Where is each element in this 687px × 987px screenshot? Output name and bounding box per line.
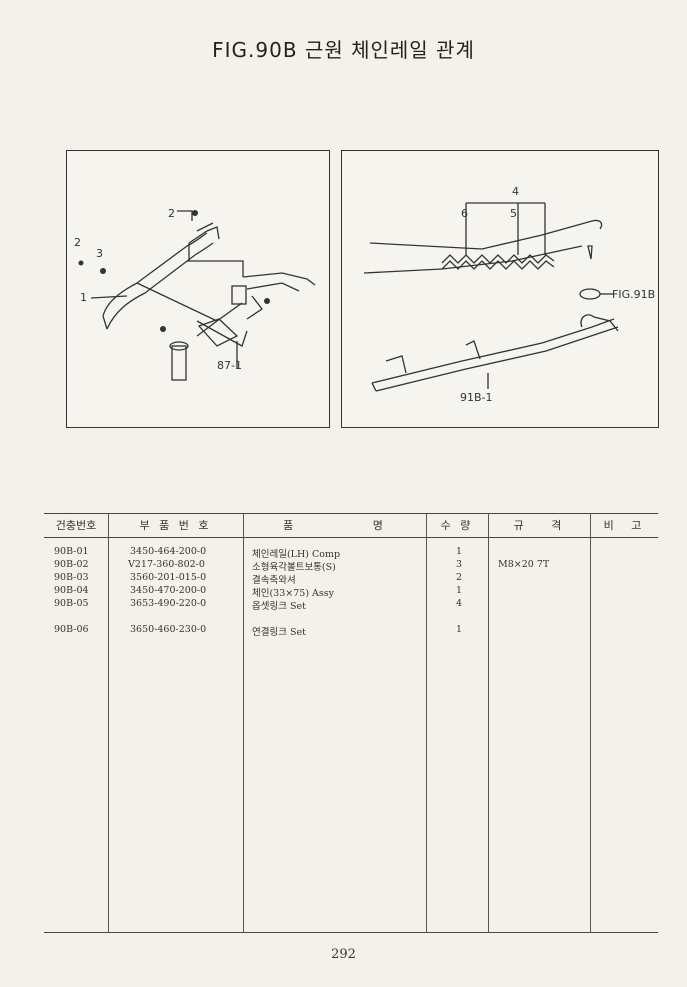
row-name: 체인레일(LH) Comp bbox=[252, 549, 341, 560]
header-part-no: 부 품 번 호 bbox=[139, 519, 212, 532]
callout-2-upper: 2 bbox=[168, 207, 175, 220]
callout-4: 4 bbox=[512, 185, 519, 198]
row-part-no: 3560-201-015-0 bbox=[130, 572, 207, 583]
row-part-no: 3450-464-200-0 bbox=[130, 546, 207, 557]
row-item-no: 90B-02 bbox=[54, 559, 89, 570]
callout-87-1: 87-1 bbox=[217, 359, 242, 372]
row-qty: 3 bbox=[456, 559, 463, 570]
right-diagram-drawing bbox=[363, 202, 619, 392]
row-qty: 4 bbox=[456, 598, 463, 609]
row-part-no: 3450-470-200-0 bbox=[130, 585, 207, 596]
column-divider bbox=[426, 513, 427, 933]
callout-1: 1 bbox=[80, 291, 87, 304]
column-divider bbox=[590, 513, 591, 933]
callout-6: 6 bbox=[461, 207, 468, 220]
row-item-no: 90B-03 bbox=[54, 572, 89, 583]
header-name: 품 명 bbox=[283, 519, 386, 532]
row-name: 소형육각볼트보통(S) bbox=[252, 562, 336, 573]
row-qty: 1 bbox=[456, 585, 463, 596]
row-item-no: 90B-04 bbox=[54, 585, 89, 596]
table-bottom-rule bbox=[44, 932, 658, 933]
callout-5: 5 bbox=[510, 207, 517, 220]
header-remark: 비 고 bbox=[603, 519, 645, 532]
row-spec: M8×20 7T bbox=[498, 559, 550, 570]
figure-title: FIG.90B 근원 체인레일 관계 bbox=[212, 38, 475, 62]
row-item-no: 90B-06 bbox=[54, 624, 89, 635]
row-name: 결속축와셔 bbox=[252, 575, 296, 586]
row-item-no: 90B-05 bbox=[54, 598, 89, 609]
header-item-no: 건충번호 bbox=[55, 519, 97, 532]
table-header-rule bbox=[44, 537, 658, 538]
left-diagram-drawing bbox=[78, 210, 316, 381]
row-item-no: 90B-01 bbox=[54, 546, 89, 557]
table-top-rule bbox=[44, 513, 658, 514]
column-divider bbox=[108, 513, 109, 933]
parts-table: 건충번호 부 품 번 호 품 명 수 량 규 격 비 고 90B-01 3450… bbox=[44, 513, 658, 933]
row-part-no: V217-360-802-0 bbox=[128, 559, 205, 570]
callout-fig-91b: FIG.91B bbox=[612, 288, 656, 301]
column-divider bbox=[243, 513, 244, 933]
row-name: 연결링크 Set bbox=[252, 627, 306, 638]
header-qty: 수 량 bbox=[440, 519, 474, 532]
row-qty: 1 bbox=[456, 546, 463, 557]
callout-3: 3 bbox=[96, 247, 103, 260]
row-qty: 2 bbox=[456, 572, 463, 583]
row-part-no: 3653-490-220-0 bbox=[130, 598, 207, 609]
row-name: 체인(33×75) Assy bbox=[252, 588, 335, 599]
callout-2-left: 2 bbox=[74, 236, 81, 249]
right-parts-diagram: 4 6 5 FIG.91B 91B-1 bbox=[341, 150, 659, 428]
callout-91b-1: 91B-1 bbox=[460, 391, 493, 404]
column-divider bbox=[488, 513, 489, 933]
row-qty: 1 bbox=[456, 624, 463, 635]
page-number: 292 bbox=[331, 947, 356, 962]
header-spec: 규 격 bbox=[513, 519, 565, 532]
left-parts-diagram: 2 2 3 1 87-1 bbox=[66, 150, 330, 428]
row-part-no: 3650-460-230-0 bbox=[130, 624, 207, 635]
row-name: 옵셋링크 Set bbox=[252, 601, 306, 612]
